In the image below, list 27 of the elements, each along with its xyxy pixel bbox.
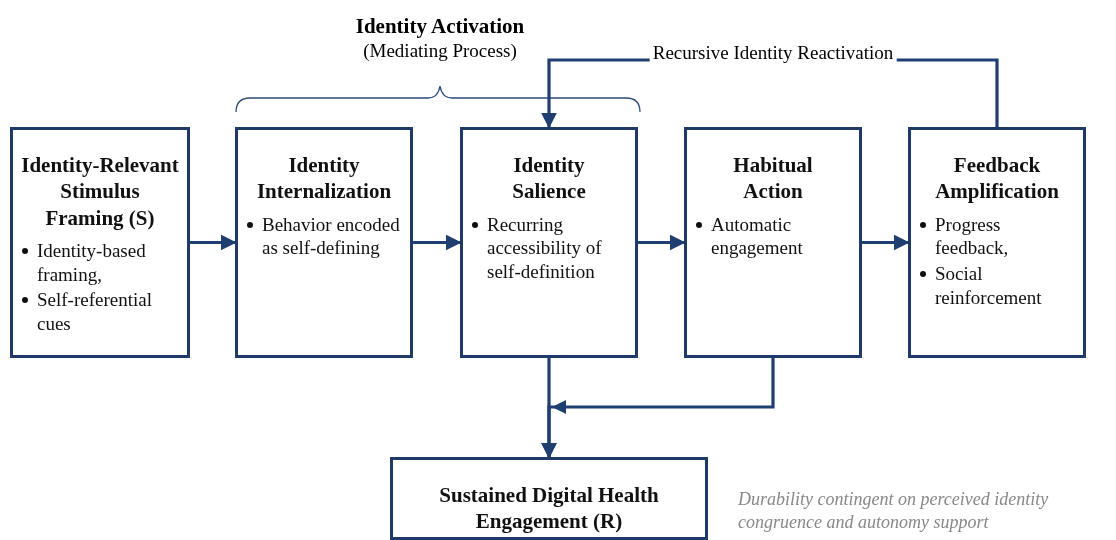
arrow <box>862 234 910 251</box>
bullet-item: Identity-based framing, <box>37 239 146 285</box>
outcome-box <box>390 457 708 540</box>
arrow <box>413 234 462 251</box>
box-title: Identity-Relevant Stimulus Framing (S) <box>20 152 180 231</box>
bullet-item: Self-referential cues <box>37 289 152 334</box>
bullet-item: Social reinforcement <box>935 263 1042 308</box>
process-box <box>684 127 862 358</box>
arrow <box>190 234 237 251</box>
bullet-item: Behavior encoded as self-defining <box>262 213 400 259</box>
merge-arrow <box>541 358 775 459</box>
box-title: Habitual Action <box>732 152 814 205</box>
bullet-item: Progress feedback, <box>935 213 1009 259</box>
section-heading: Identity Activation <box>355 14 525 39</box>
box-title: Identity Salience <box>511 152 587 205</box>
box-title: Sustained Digital Health Engagement (R) <box>438 482 660 535</box>
box-title: Identity Internalization <box>255 152 393 205</box>
process-box <box>908 127 1086 358</box>
section-subheading: (Mediating Process) <box>363 40 517 62</box>
process-box <box>235 127 413 358</box>
process-box <box>10 127 190 358</box>
arrow <box>638 234 686 251</box>
box-title: Feedback Amplification <box>934 152 1060 205</box>
process-box <box>460 127 638 358</box>
bullet-item: Recurring accessibility of self-definition <box>487 213 602 282</box>
bullet-item: Automatic engagement <box>711 213 803 259</box>
note: Durability contingent on perceived identity congruence and autonomy support <box>738 488 1050 535</box>
